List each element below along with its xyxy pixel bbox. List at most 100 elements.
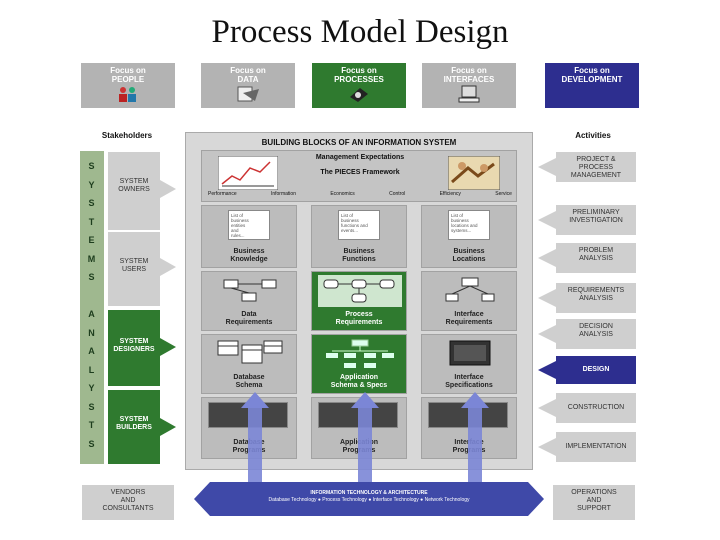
- focus-interfaces-label: Focus on INTERFACES: [443, 66, 495, 84]
- systems-analysts-letter: A: [88, 346, 96, 356]
- meeting-picture-icon: [448, 156, 500, 190]
- focus-processes-box: Focus on PROCESSES: [312, 63, 406, 108]
- building-blocks-title: BUILDING BLOCKS OF AN INFORMATION SYSTEM: [261, 138, 457, 147]
- activity-decision-analysis: DECISION ANALYSIS: [556, 319, 636, 349]
- interface-requirements-label: Interface Requirements: [445, 311, 493, 326]
- process-requirements-label: Process Requirements: [335, 311, 383, 326]
- systems-analysts-letter: N: [88, 327, 96, 338]
- activity-operations-and-support: OPERATIONS AND SUPPORT: [553, 485, 635, 520]
- monitor-icon: [449, 340, 491, 366]
- interface-specifications-cell: Interface Specifications: [421, 334, 517, 394]
- process-tech-arrow: [358, 404, 372, 486]
- stakeholder-system-builders: SYSTEM BUILDERS: [108, 390, 160, 464]
- builders-arrow: [160, 418, 176, 436]
- activity-arrow: [538, 325, 556, 343]
- pieces-item: Efficiency: [439, 191, 461, 197]
- designers-arrow: [160, 338, 176, 356]
- computer-icon: [458, 85, 480, 103]
- data-document-icon: [237, 86, 259, 102]
- pieces-item: Performance: [208, 191, 237, 197]
- systems-analysts-letter: T: [88, 216, 96, 227]
- activities-header: Activities: [575, 131, 611, 140]
- users-arrow: [160, 258, 176, 276]
- interface-specifications-label: Interface Specifications: [445, 374, 493, 389]
- stakeholder-system-users: SYSTEM USERS: [108, 232, 160, 306]
- focus-people-label: Focus on PEOPLE: [110, 66, 146, 84]
- systems-analysts-letter: A: [88, 309, 96, 319]
- database-tech-arrow: [248, 404, 262, 486]
- business-functions-cell: List of business functions and events...…: [311, 205, 407, 268]
- people-icon: [119, 87, 136, 102]
- focus-processes-label: Focus on PROCESSES: [334, 66, 384, 84]
- data-requirements-label: Data Requirements: [225, 311, 273, 326]
- database-schema-label: Database Schema: [233, 374, 265, 389]
- interface-diagram-icon: [445, 277, 495, 302]
- activity-problem-analysis: PROBLEM ANALYSIS: [556, 243, 636, 273]
- process-requirements-cell: Process Requirements: [311, 271, 407, 331]
- structure-chart-icon: [326, 339, 394, 368]
- activity-requirements-analysis: REQUIREMENTS ANALYSIS: [556, 283, 636, 313]
- focus-development-box: Focus on DEVELOPMENT: [545, 63, 639, 108]
- pieces-item: Service: [495, 191, 512, 197]
- application-schema-label: Application Schema & Specs: [330, 374, 388, 389]
- process-diagram-icon: [318, 275, 402, 307]
- systems-analysts-letter: M: [87, 253, 97, 264]
- systems-analysts-letter: S: [88, 401, 96, 412]
- systems-analysts-letter: S: [88, 198, 96, 208]
- focus-development-label: Focus on DEVELOPMENT: [561, 66, 623, 84]
- focus-data-box: Focus on DATA: [201, 63, 295, 108]
- systems-analysts-letter: L: [88, 364, 96, 375]
- systems-analysts-letter: S: [88, 272, 96, 282]
- focus-interfaces-box: Focus on INTERFACES: [422, 63, 516, 108]
- stakeholders-header: Stakeholders: [101, 131, 153, 140]
- activity-arrow: [538, 399, 556, 417]
- pieces-item: Information: [270, 191, 296, 197]
- systems-analysts-letter: T: [88, 420, 96, 430]
- management-title: Management Expectations: [315, 154, 405, 161]
- business-locations-label: Business Locations: [452, 248, 486, 263]
- activity-construction: CONSTRUCTION: [556, 393, 636, 423]
- business-knowledge-label: Business Knowledge: [230, 248, 268, 263]
- systems-analysts-letter: S: [88, 438, 96, 449]
- business-locations-cell: List of business locations and systems..…: [421, 205, 517, 268]
- knowledge-note: List of business entities and rules...: [228, 210, 270, 240]
- activity-arrow: [538, 158, 556, 176]
- it-architecture-bar: INFORMATION TECHNOLOGY & ARCHITECTURE Da…: [210, 482, 528, 516]
- activity-design: DESIGN: [556, 356, 636, 384]
- activity-arrow: [538, 438, 556, 456]
- database-schema-cell: Database Schema: [201, 334, 297, 394]
- interface-tech-arrow: [468, 404, 482, 486]
- it-architecture-items: Database Technology ● Process Technology…: [268, 497, 470, 503]
- tech-arrowheads: [241, 392, 489, 408]
- stakeholder-system-owners: SYSTEM OWNERS: [108, 152, 160, 230]
- activity-arrow: [538, 361, 556, 379]
- schema-table-icon: [217, 340, 283, 364]
- it-architecture-title: INFORMATION TECHNOLOGY & ARCHITECTURE: [310, 490, 428, 496]
- focus-data-label: Focus on DATA: [230, 66, 266, 84]
- functions-note: List of business functions and events...: [338, 210, 380, 240]
- systems-analysts-letter: Y: [88, 179, 96, 190]
- business-functions-label: Business Functions: [342, 248, 376, 263]
- systems-analysts-letter: Y: [88, 383, 96, 393]
- systems-analysts-letter: S: [88, 161, 96, 171]
- page-title: Process Model Design: [211, 14, 509, 50]
- owners-arrow: [160, 180, 176, 198]
- management-subtitle: The PIECES Framework: [320, 169, 400, 176]
- stakeholder-system-designers: SYSTEM DESIGNERS: [108, 310, 160, 386]
- vendors-consultants-box: VENDORS AND CONSULTANTS: [82, 485, 174, 520]
- pieces-items: Performance Information Economics Contro…: [208, 191, 512, 199]
- pieces-item: Economics: [330, 191, 355, 197]
- process-gear-icon: [350, 88, 368, 102]
- pieces-item: Control: [389, 191, 406, 197]
- focus-people-box: Focus on PEOPLE: [81, 63, 175, 108]
- activity-arrow: [538, 211, 556, 229]
- activity-preliminary-investigation: PRELIMINARY INVESTIGATION: [556, 205, 636, 235]
- activity-arrow: [538, 249, 556, 267]
- it-bar-arrows: [194, 482, 544, 516]
- activity-implementation: IMPLEMENTATION: [556, 432, 636, 462]
- locations-note: List of business locations and systems..…: [448, 210, 490, 240]
- activity-arrow: [538, 289, 556, 307]
- interface-requirements-cell: Interface Requirements: [421, 271, 517, 331]
